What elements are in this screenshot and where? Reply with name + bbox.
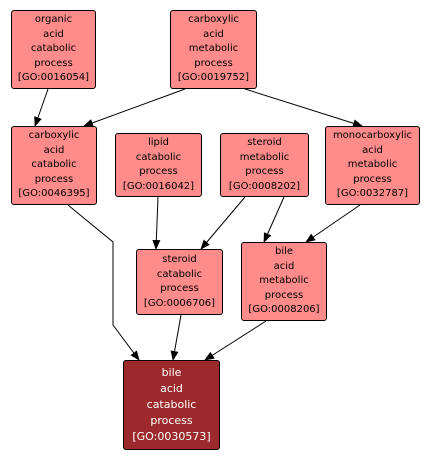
edge-n16042-to-n06706 (152, 196, 161, 250)
node-label-line: process (150, 414, 193, 427)
node-label-line: metabolic (347, 159, 398, 171)
node-label-line: acid (43, 28, 64, 40)
node-label-line: metabolic (239, 151, 290, 163)
node-label-line: acid (273, 260, 295, 272)
node-label-line: process (353, 173, 392, 185)
node-label-line: metabolic (259, 275, 309, 287)
node-label-line: lipid (147, 137, 170, 148)
go-term-node-n08206[interactable]: bile acid metabolic process [GO:0008206] (241, 242, 327, 321)
node-label-line: acid (43, 144, 65, 156)
node-label-line: acid (362, 144, 383, 156)
node-label-line: [GO:0016042] (122, 180, 195, 192)
edge-n19752-to-n46395 (83, 88, 186, 127)
node-label-line: steroid (162, 254, 197, 265)
node-label-line: process (160, 283, 199, 294)
node-label-line: metabolic (188, 43, 239, 55)
go-term-node-n06706[interactable]: steroid catabolic process [GO:0006706] (136, 249, 223, 315)
node-label-line: process (34, 57, 73, 69)
go-term-node-n16042[interactable]: lipid catabolic process [GO:0016042] (115, 133, 202, 197)
edge-n06706-to-n30573 (170, 314, 182, 361)
node-label-line: [GO:0032787] (336, 188, 409, 200)
go-term-node-n46395[interactable]: carboxylic acid catabolic process [GO:004639… (11, 126, 97, 205)
node-label-line: steroid (247, 137, 282, 148)
node-label-line: [GO:0008206] (248, 304, 320, 316)
node-label-line: process (245, 166, 284, 177)
node-label-line: acid (160, 382, 183, 395)
node-label-line: [GO:0046395] (18, 188, 90, 200)
node-label-line: [GO:0030573] (132, 430, 211, 443)
node-label-line: process (34, 173, 74, 185)
node-label-line: monocarboxylic (332, 130, 413, 142)
node-label-line: [GO:0019752] (177, 72, 250, 84)
go-term-node-n16054[interactable]: organic acid catabolic process [GO:0016054] (11, 10, 96, 89)
go-term-node-n30573[interactable]: bile acid catabolic process [GO:0030573] (123, 360, 220, 450)
edge-n46395-to-n30573 (67, 204, 140, 361)
node-label-line: carboxylic (188, 14, 239, 26)
node-label-line: bile (161, 366, 182, 379)
node-label-line: [GO:0006706] (143, 297, 216, 309)
node-label-line: process (194, 57, 233, 69)
go-term-node-n08202[interactable]: steroid metabolic process [GO:0008202] (220, 133, 309, 197)
go-term-node-n32787[interactable]: monocarboxylic acid metabolic process [GO:00… (325, 126, 420, 205)
node-label-line: organic (34, 14, 73, 26)
node-label-line: process (264, 289, 304, 301)
node-label-line: catabolic (156, 268, 203, 280)
go-term-node-n19752[interactable]: carboxylic acid metabolic process [GO:001975… (170, 10, 257, 89)
node-label-line: [GO:0008202] (228, 180, 301, 192)
edge-n19752-to-n32787 (244, 88, 363, 128)
node-label-line: carboxylic (28, 130, 80, 142)
node-label-line: acid (203, 28, 224, 40)
edge-n08202-to-n08206 (263, 196, 285, 243)
edge-n16054-to-n46395 (34, 88, 49, 127)
node-label-line: bile (274, 246, 294, 258)
node-label-line: process (139, 166, 178, 177)
edge-n08202-to-n06706 (200, 196, 246, 250)
edge-n08206-to-n30573 (204, 320, 267, 361)
edge-n32787-to-n08206 (305, 204, 361, 243)
node-label-line: catabolic (30, 43, 77, 55)
node-label-line: catabolic (31, 159, 77, 171)
node-label-line: [GO:0016054] (17, 72, 90, 84)
node-label-line: catabolic (135, 151, 182, 163)
node-label-line: catabolic (146, 398, 197, 411)
